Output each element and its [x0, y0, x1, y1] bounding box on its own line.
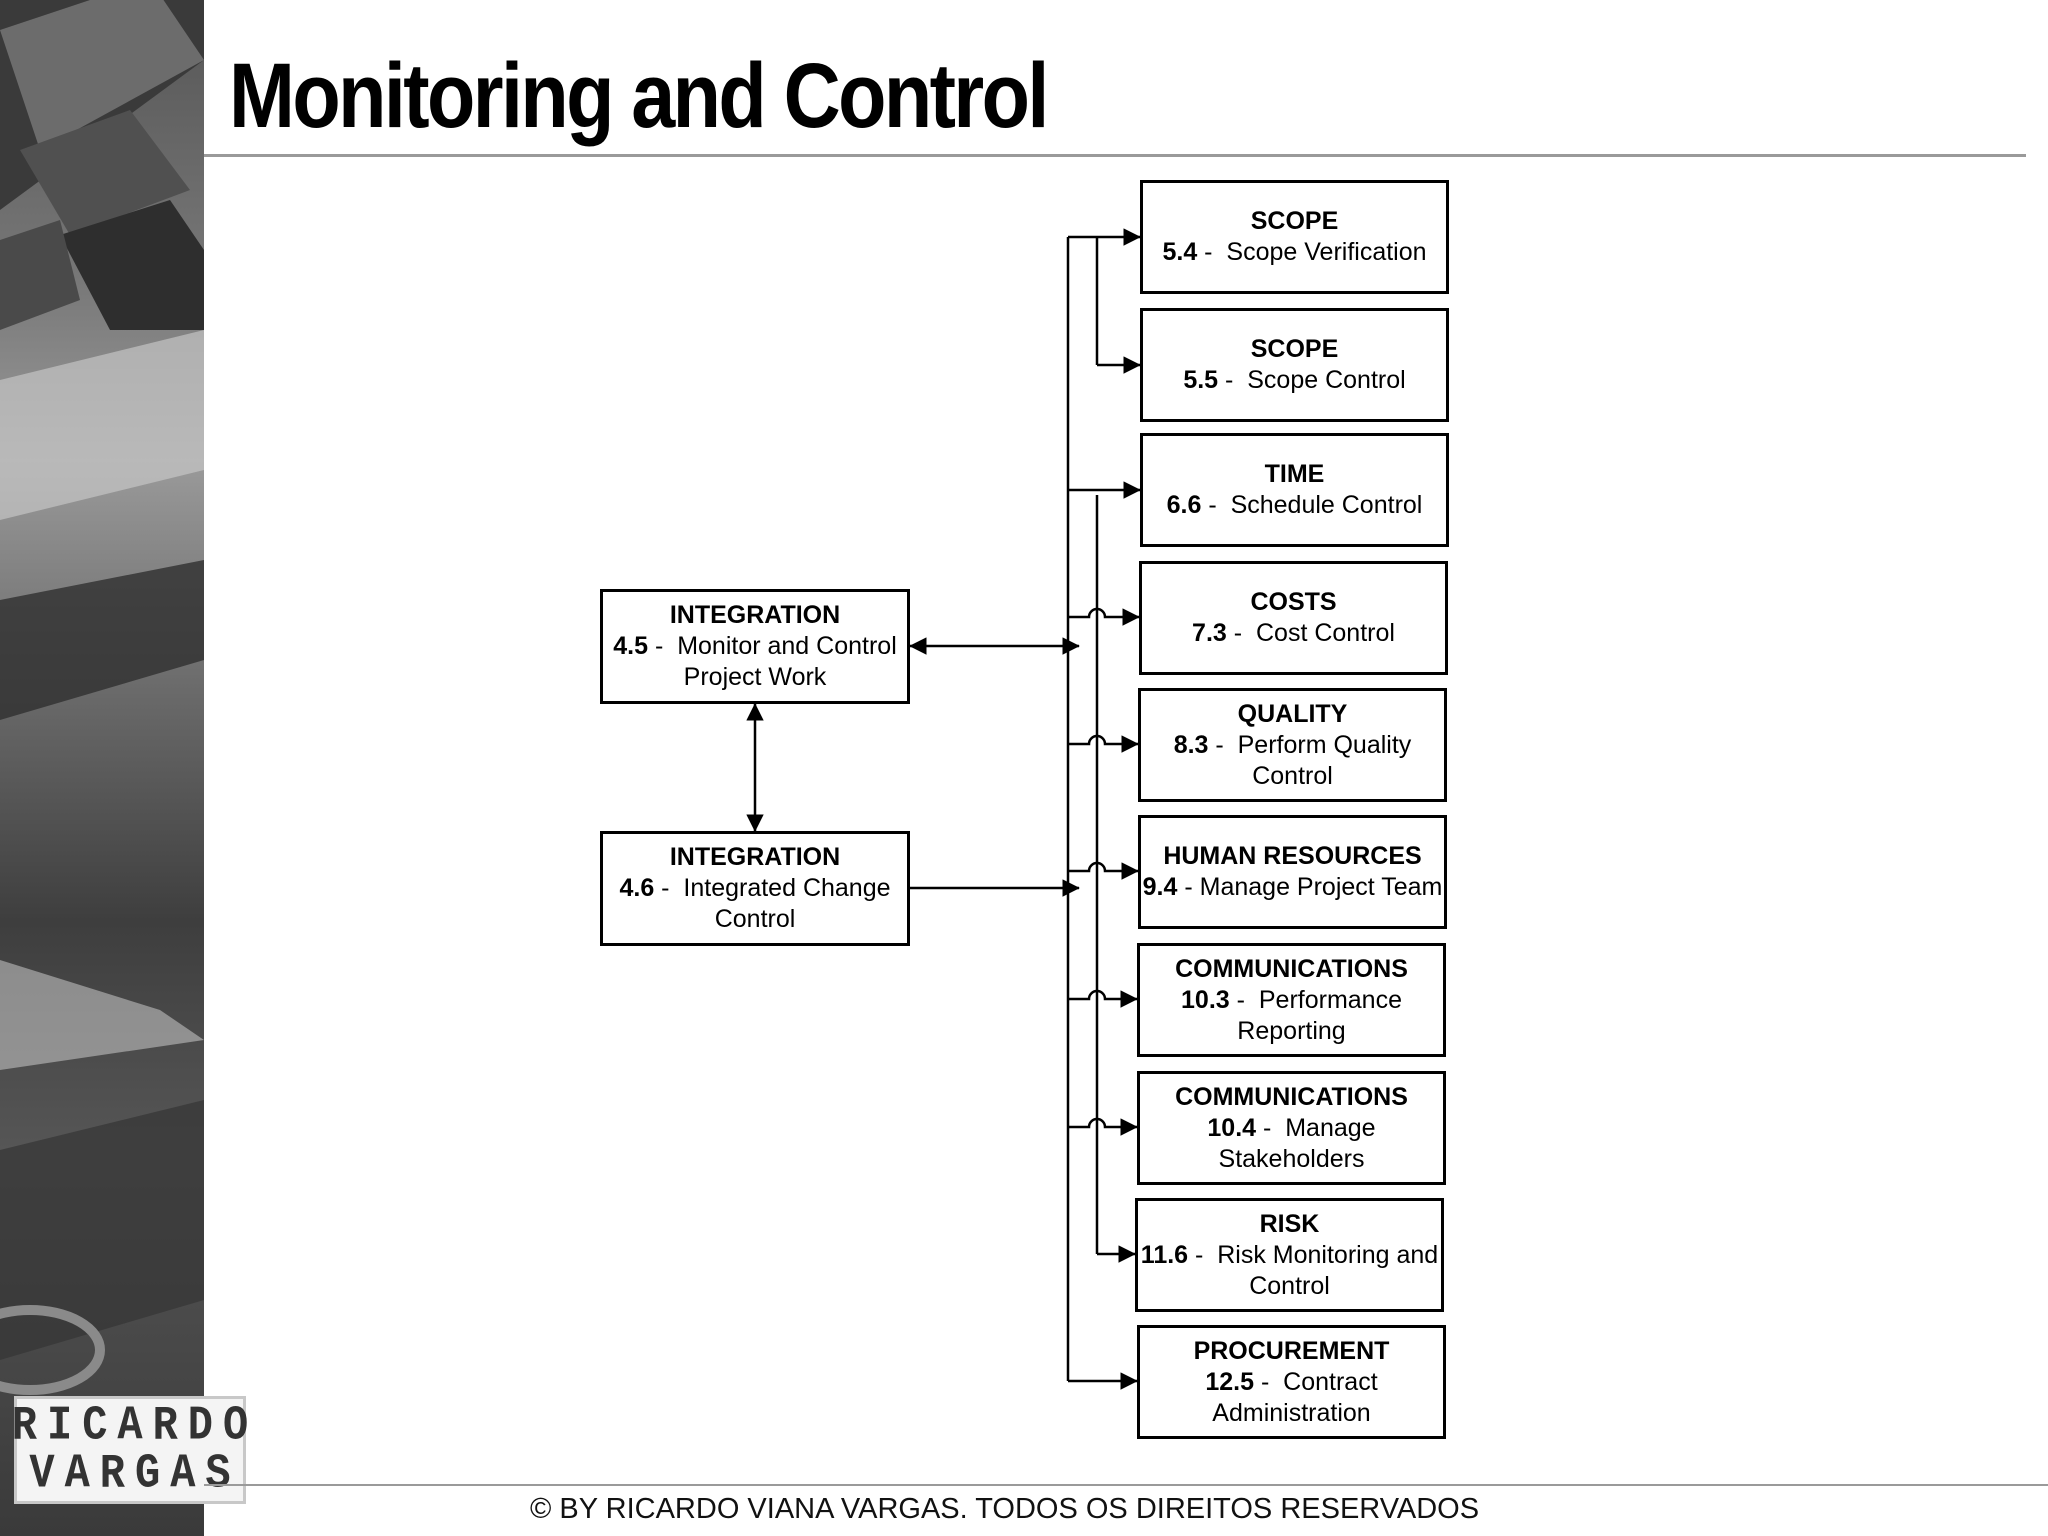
process-name: Monitor and Control Project Work [677, 632, 897, 691]
process-category: HUMAN RESOURCES [1163, 842, 1422, 870]
page-title: Monitoring and Control [229, 45, 1049, 147]
process-name: Schedule Control [1230, 491, 1423, 519]
connector-arrow [1068, 989, 1138, 1008]
process-separator: - [1197, 238, 1227, 266]
process-title: 5.5 - Scope Control [1183, 365, 1405, 396]
process-title: 9.4 - Manage Project Team [1143, 872, 1443, 903]
process-name: Manage Project Team [1199, 873, 1443, 901]
process-category: SCOPE [1250, 335, 1339, 363]
process-title: 10.3 - Performance Reporting [1140, 985, 1443, 1047]
connector-arrow [1068, 861, 1139, 880]
process-code: 7.3 [1192, 619, 1227, 647]
process-separator: - [1177, 873, 1200, 901]
process-category: COMMUNICATIONS [1175, 1082, 1408, 1111]
title-divider [204, 154, 2026, 157]
process-code: 12.5 [1205, 1367, 1254, 1396]
process-category: INTEGRATION [669, 601, 841, 629]
process-category: PROCUREMENT [1193, 1336, 1390, 1365]
process-separator: - [648, 632, 678, 660]
process-name: Scope Control [1247, 366, 1406, 394]
process-name: Manage Stakeholders [1218, 1113, 1376, 1173]
process-code: 10.4 [1207, 1113, 1257, 1142]
process-separator: - [1229, 985, 1259, 1014]
process-title: 6.6 - Schedule Control [1167, 490, 1423, 521]
process-code: 5.5 [1183, 366, 1219, 394]
connector-arrow [1068, 734, 1139, 753]
process-title: 4.5 - Monitor and Control Project Work [603, 631, 907, 693]
process-title: 8.3 - Perform Quality Control [1141, 730, 1444, 792]
process-code: 5.4 [1162, 238, 1198, 266]
process-code: 11.6 [1140, 1240, 1189, 1269]
process-title: 7.3 - Cost Control [1192, 618, 1395, 649]
sidebar-background [0, 0, 204, 1536]
process-name: Perform Quality Control [1237, 730, 1412, 790]
process-separator: - [1201, 491, 1231, 519]
process-title: 4.6 - Integrated Change Control [603, 873, 907, 935]
process-separator: - [1188, 1240, 1218, 1269]
process-code: 4.6 [619, 874, 655, 902]
process-separator: - [1226, 619, 1256, 647]
process-code: 9.4 [1142, 873, 1178, 901]
process-category: COMMUNICATIONS [1175, 954, 1408, 983]
ricardo-vargas-logo: RICARDO VARGAS [12, 1396, 248, 1504]
process-separator: - [654, 874, 684, 902]
connector-arrow [1068, 607, 1140, 626]
process-name: Scope Verification [1226, 238, 1427, 266]
process-category: INTEGRATION [669, 843, 841, 871]
process-title: 5.4 - Scope Verification [1162, 237, 1426, 268]
process-name: Cost Control [1255, 619, 1395, 647]
process-name: Performance Reporting [1237, 985, 1402, 1045]
process-name: Integrated Change Control [683, 874, 891, 933]
connector-lines [746, 228, 1141, 1390]
process-separator: - [1254, 1367, 1284, 1396]
logo-line-1: RICARDO [11, 1398, 259, 1454]
process-title: 12.5 - Contract Administration [1140, 1367, 1443, 1429]
process-code: 6.6 [1166, 491, 1202, 519]
process-separator: - [1256, 1113, 1286, 1142]
process-code: 4.5 [613, 632, 649, 660]
process-category: RISK [1259, 1209, 1320, 1238]
process-code: 8.3 [1173, 730, 1209, 759]
process-code: 10.3 [1181, 985, 1230, 1014]
process-category: TIME [1264, 460, 1325, 488]
process-title: 10.4 - Manage Stakeholders [1140, 1113, 1443, 1175]
copyright-notice: © BY RICARDO VIANA VARGAS. TODOS OS DIRE… [530, 1493, 1480, 1525]
process-separator: - [1218, 366, 1248, 394]
process-title: 11.6 - Risk Monitoring and Control [1138, 1240, 1441, 1302]
process-name: Contract Administration [1212, 1367, 1378, 1427]
process-name: Risk Monitoring and Control [1217, 1240, 1439, 1300]
process-category: QUALITY [1237, 699, 1348, 728]
desk-photo-illustration [0, 0, 204, 1395]
process-separator: - [1208, 730, 1238, 759]
process-category: SCOPE [1250, 207, 1339, 235]
footer-divider [204, 1484, 2048, 1486]
process-category: COSTS [1250, 588, 1337, 616]
logo-line-2: VARGAS [29, 1446, 241, 1502]
connector-arrow [1068, 1117, 1138, 1136]
